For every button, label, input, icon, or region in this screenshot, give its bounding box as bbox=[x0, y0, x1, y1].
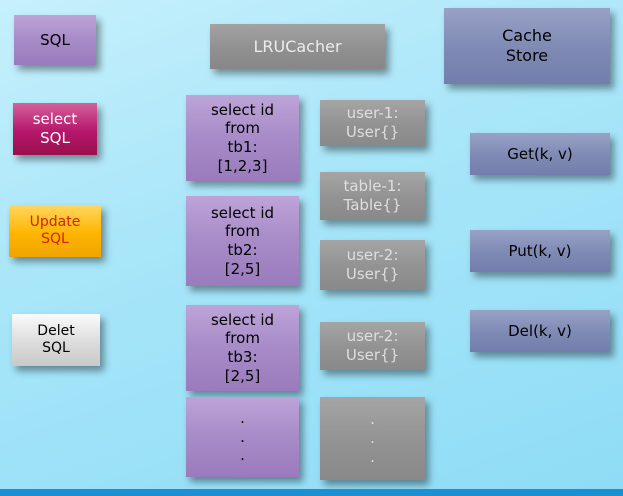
result-user2b-box: user-2: User{} bbox=[320, 322, 425, 370]
update-sql-box: Update SQL bbox=[9, 205, 101, 257]
result-ellipsis-box: . . . bbox=[320, 397, 425, 480]
sql-box: SQL bbox=[14, 15, 96, 65]
result-user1-box: user-1: User{} bbox=[320, 100, 425, 146]
query-tb2-box: select id from tb2: [2,5] bbox=[186, 196, 299, 286]
cache-store-header: Cache Store bbox=[444, 8, 610, 84]
result-table1-box: table-1: Table{} bbox=[320, 172, 425, 220]
select-sql-box: select SQL bbox=[13, 103, 97, 155]
del-operation-box: Del(k, v) bbox=[470, 310, 610, 352]
put-operation-box: Put(k, v) bbox=[470, 230, 610, 272]
query-tb1-box: select id from tb1: [1,2,3] bbox=[186, 95, 299, 181]
query-tb3-box: select id from tb3: [2,5] bbox=[186, 305, 299, 391]
bottom-blue-strip bbox=[0, 489, 623, 496]
query-ellipsis-box: . . . bbox=[186, 397, 299, 477]
lrucacher-header: LRUCacher bbox=[210, 24, 385, 69]
get-operation-box: Get(k, v) bbox=[470, 133, 610, 175]
result-user2-box: user-2: User{} bbox=[320, 240, 425, 290]
delete-sql-box: Delet SQL bbox=[12, 314, 100, 366]
